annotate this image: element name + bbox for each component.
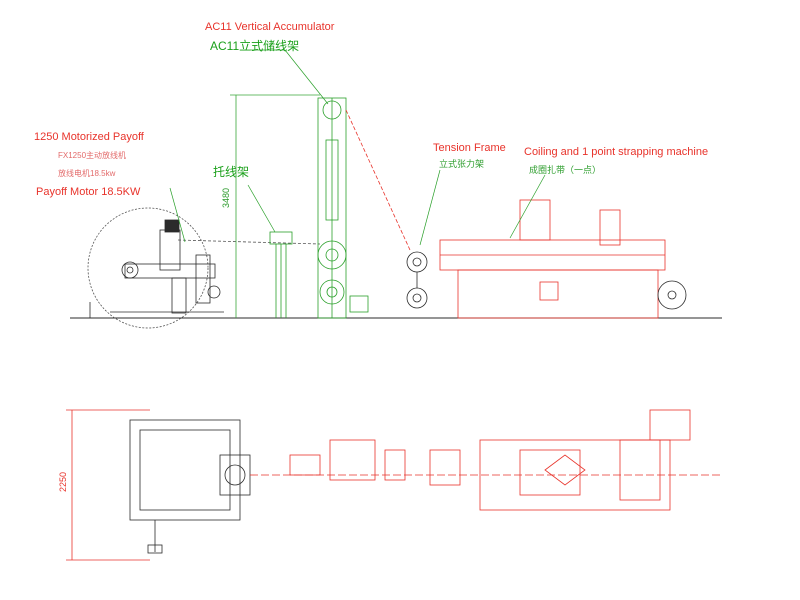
width-dimension-value: 2250 <box>58 471 68 492</box>
tension-frame-elevation <box>406 251 428 309</box>
payoff-motor-cn: 放线电机18.5kw <box>58 169 116 178</box>
coiling-machine-label-cn: 成圈扎带（一点） <box>529 165 602 175</box>
accumulator-label-cn: AC11立式储线架 <box>210 39 300 53</box>
payoff-machine-plan <box>129 419 251 554</box>
coiling-strapping-machine-elevation <box>439 199 687 319</box>
payoff-label-cn: FX1250主动放线机 <box>58 151 127 160</box>
label-leaders <box>169 49 546 246</box>
accumulator-label-en: AC11 Vertical Accumulator <box>205 21 335 33</box>
height-dimension <box>230 94 320 318</box>
payoff-title: 1250 Motorized Payoff <box>34 131 144 143</box>
width-dimension <box>66 409 150 561</box>
line-plan-red <box>250 409 722 511</box>
vertical-accumulator-elevation <box>317 97 411 319</box>
wire-support-elevation <box>269 231 293 318</box>
tension-frame-label-cn: 立式张力架 <box>439 159 485 169</box>
payoff-motor-en: Payoff Motor 18.5KW <box>36 186 141 198</box>
wire-support-label: 托线架 <box>213 165 250 179</box>
height-dimension-value: 3480 <box>221 187 231 208</box>
payoff-machine-elevation <box>87 207 321 329</box>
coiling-machine-label-en: Coiling and 1 point strapping machine <box>524 146 709 158</box>
tension-frame-label-en: Tension Frame <box>433 142 506 154</box>
